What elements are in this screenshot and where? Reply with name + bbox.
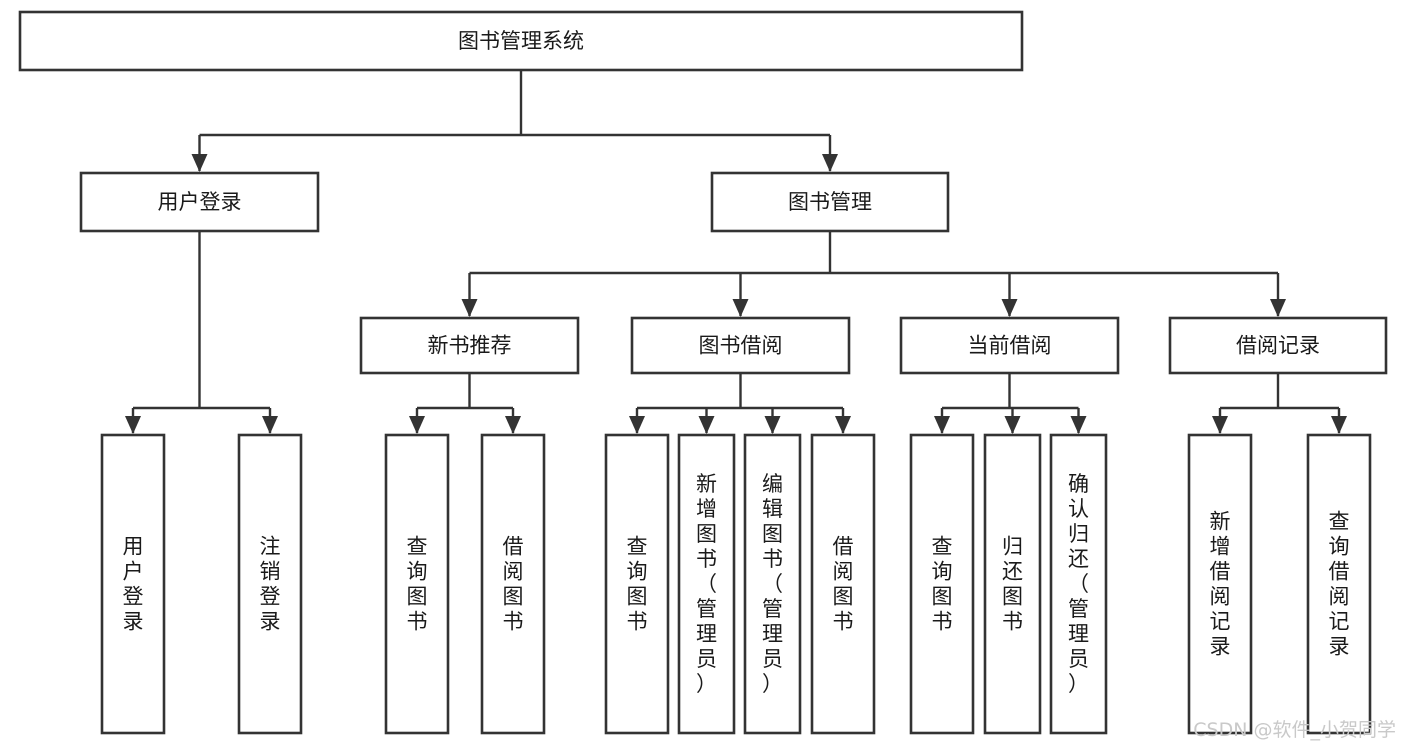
node-leaf-add-book-label: 新增图书（管理员） <box>696 472 717 696</box>
node-leaf-edit-book-box[interactable] <box>743 433 802 735</box>
arrow-head-icon <box>1001 299 1018 317</box>
arrow-head-icon <box>505 416 521 434</box>
arrow-head-icon <box>262 416 278 434</box>
node-book-management-box[interactable] <box>710 171 950 233</box>
arrow-head-icon <box>835 416 851 434</box>
node-leaf-borrow-book-2-box[interactable] <box>810 433 876 735</box>
arrow-head-icon <box>732 299 749 317</box>
node-book-borrow-label: 图书借阅 <box>699 334 783 358</box>
node-leaf-edit-book-label: 编辑图书（管理员） <box>762 472 783 696</box>
arrow-head-icon <box>1070 416 1087 434</box>
arrow-head-icon <box>764 416 781 434</box>
node-leaf-user-login-label: 用户登录 <box>123 535 144 634</box>
node-book-borrow-box[interactable] <box>630 316 851 375</box>
node-leaf-logout-login-box[interactable] <box>237 433 303 735</box>
node-leaf-query-book-3-box[interactable] <box>909 433 975 735</box>
node-leaf-confirm-return-label: 确认归还（管理员） <box>1068 472 1089 696</box>
node-leaf-return-book-label: 归还图书 <box>1002 535 1023 634</box>
nodes-layer: 图书管理系统用户登录图书管理新书推荐图书借阅当前借阅借阅记录用户登录注销登录查询… <box>18 10 1388 735</box>
node-leaf-user-login-box[interactable] <box>100 433 166 735</box>
node-leaf-query-book-3-label: 查询图书 <box>932 535 953 634</box>
node-borrow-record-label: 借阅记录 <box>1236 334 1320 358</box>
node-book-management-label: 图书管理 <box>788 190 872 214</box>
node-leaf-query-book-1-box[interactable] <box>384 433 450 735</box>
arrow-head-icon <box>698 416 715 434</box>
node-leaf-borrow-book-2-label: 借阅图书 <box>833 535 854 634</box>
node-leaf-add-book-box[interactable] <box>677 433 736 735</box>
node-borrow-record-box[interactable] <box>1168 316 1388 375</box>
arrow-head-icon <box>934 416 950 434</box>
node-leaf-add-record-label: 新增借阅记录 <box>1210 510 1231 659</box>
connectors-layer <box>125 70 1347 434</box>
node-leaf-return-book-box[interactable] <box>983 433 1042 735</box>
arrow-head-icon <box>822 154 838 172</box>
node-leaf-add-record-box[interactable] <box>1187 433 1253 735</box>
arrow-head-icon <box>409 416 425 434</box>
arrow-head-icon <box>1270 299 1286 317</box>
node-current-borrow-label: 当前借阅 <box>968 334 1052 358</box>
arrow-head-icon <box>1331 416 1347 434</box>
node-leaf-query-book-1-label: 查询图书 <box>407 535 428 634</box>
arrow-head-icon <box>461 299 478 317</box>
node-leaf-query-book-2-box[interactable] <box>604 433 670 735</box>
node-leaf-query-record-box[interactable] <box>1306 433 1372 735</box>
arrow-head-icon <box>629 416 645 434</box>
node-new-book-recommend-box[interactable] <box>359 316 580 375</box>
watermark-label: CSDN @软件_小贺同学 <box>1193 719 1396 741</box>
node-leaf-borrow-book-1-box[interactable] <box>480 433 546 735</box>
arrow-head-icon <box>1212 416 1228 434</box>
arrow-head-icon <box>191 154 208 172</box>
node-current-borrow-box[interactable] <box>899 316 1120 375</box>
node-leaf-query-record-label: 查询借阅记录 <box>1329 510 1350 659</box>
node-leaf-logout-login-label: 注销登录 <box>260 535 281 634</box>
node-leaf-confirm-return-box[interactable] <box>1049 433 1108 735</box>
node-user-login-box[interactable] <box>79 171 320 233</box>
arrow-head-icon <box>125 416 141 434</box>
node-system-label: 图书管理系统 <box>458 29 584 53</box>
node-leaf-borrow-book-1-label: 借阅图书 <box>503 535 524 634</box>
node-user-login-label: 用户登录 <box>158 190 242 214</box>
node-new-book-recommend-label: 新书推荐 <box>428 334 512 358</box>
node-leaf-query-book-2-label: 查询图书 <box>627 535 648 634</box>
arrow-head-icon <box>1004 416 1021 434</box>
node-system-box[interactable] <box>18 10 1024 72</box>
